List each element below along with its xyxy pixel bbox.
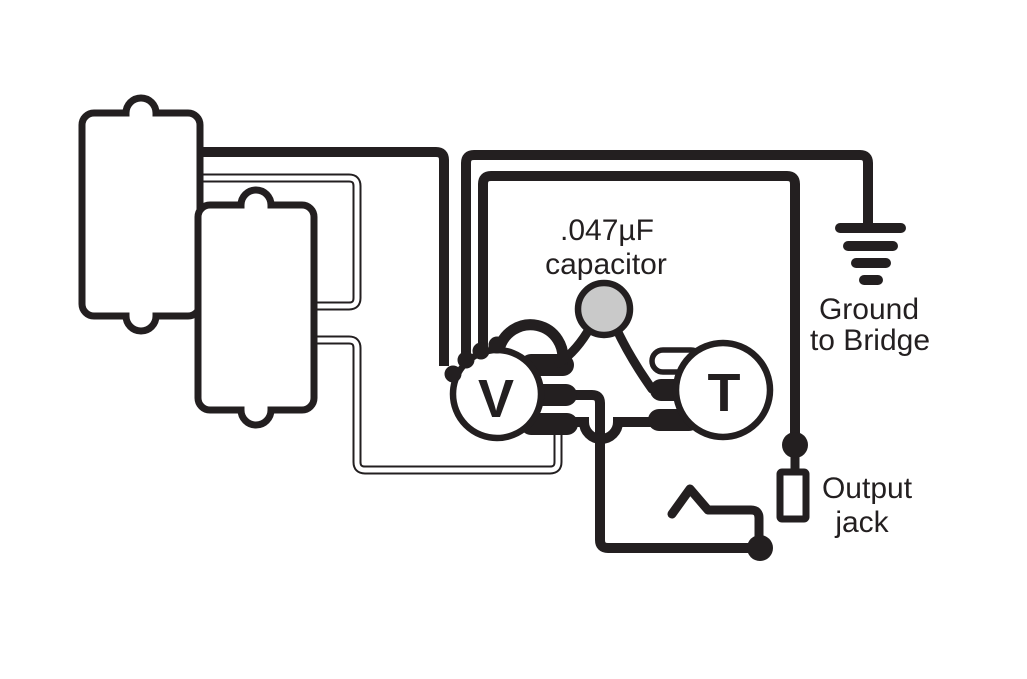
neck-pickup-white-wire-core (196, 175, 360, 309)
volume-pot-letter: V (478, 369, 514, 429)
jack-ground-solder-dot (782, 432, 808, 458)
capacitor-value-label: .047µF (560, 214, 654, 247)
solder-dot-4 (488, 336, 506, 354)
ground-to-bridge-wire (461, 150, 873, 358)
solder-dot-1 (444, 365, 462, 383)
tone-pot: T (554, 321, 774, 441)
ground-label-line1: Ground (819, 293, 919, 326)
bridge-pickup-white-wire-core (312, 337, 561, 473)
volume-casing-jumper-wire (493, 319, 569, 366)
volume-to-tone-wire (568, 417, 652, 444)
tone-pot-letter: T (708, 363, 741, 423)
hookup-wires (196, 147, 873, 553)
tone-pot-body (672, 339, 774, 441)
output-jack-label-line2: jack (834, 506, 889, 539)
volume-to-jack-wire (568, 390, 757, 553)
ground-label-line2: to Bridge (810, 324, 930, 357)
capacitor-name-label: capacitor (545, 248, 667, 281)
bridge-pickup (194, 186, 318, 429)
white-wires (196, 173, 563, 475)
capacitor-leg-right (611, 323, 657, 394)
jack-sleeve-body (776, 468, 810, 523)
jack-tip-contact (667, 484, 764, 545)
solder-dot-2 (457, 351, 475, 369)
output-jack-label-line1: Output (822, 472, 913, 505)
labels: .047µF capacitor Ground to Bridge Output… (545, 214, 930, 539)
capacitor-body (574, 279, 634, 339)
output-jack (667, 432, 810, 561)
jack-ground-wire (478, 171, 800, 437)
neck-pickup (78, 94, 204, 335)
neck-pickup-hot-wire (196, 147, 449, 366)
ground-symbol (835, 223, 906, 285)
solder-dot-3 (472, 342, 490, 360)
jack-tip-solder-dot (747, 535, 773, 561)
